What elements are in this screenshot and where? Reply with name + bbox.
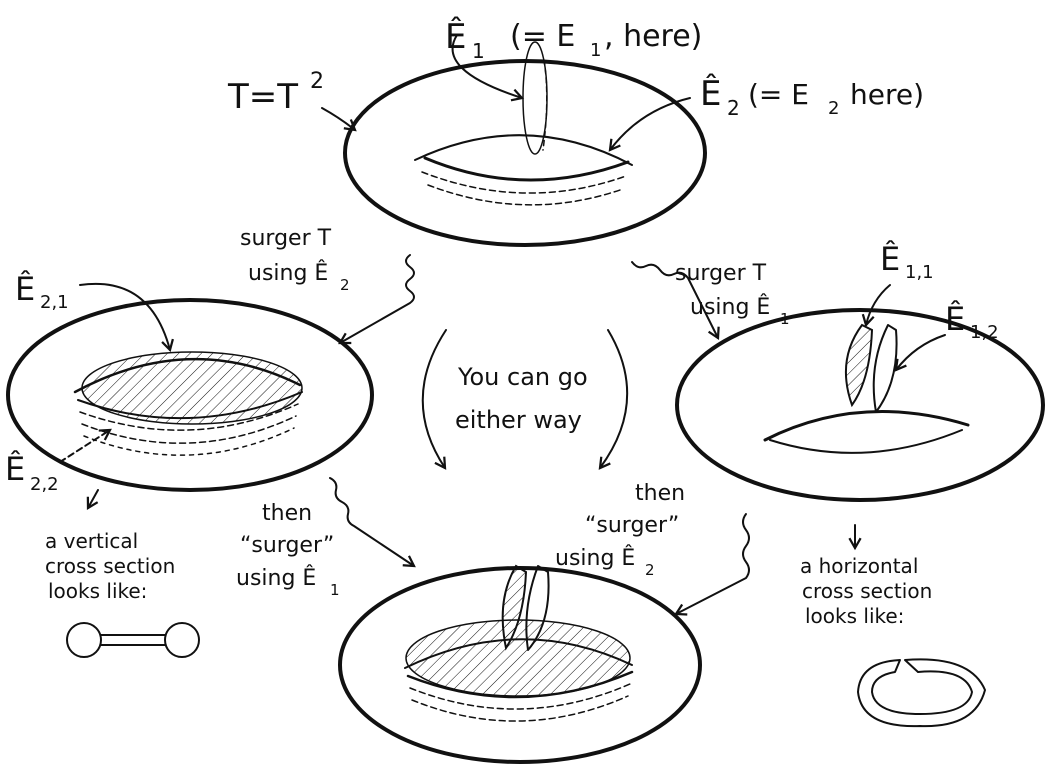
arrows bbox=[60, 35, 945, 614]
svg-text:2: 2 bbox=[727, 96, 740, 120]
e12-disk bbox=[874, 325, 897, 412]
svg-text:a vertical: a vertical bbox=[45, 529, 138, 553]
svg-text:using Ê: using Ê bbox=[555, 545, 635, 571]
svg-text:using Ê: using Ê bbox=[248, 260, 328, 286]
label-e21: Ê 2,1 bbox=[15, 270, 69, 313]
svg-text:surger T: surger T bbox=[240, 226, 332, 251]
svg-text:“surger”: “surger” bbox=[240, 533, 334, 558]
svg-text:2: 2 bbox=[645, 561, 655, 579]
svg-text:Ê: Ê bbox=[700, 73, 721, 114]
label-surger-right: surger T using Ê 1 bbox=[675, 261, 790, 328]
svg-text:Ê: Ê bbox=[5, 450, 25, 488]
svg-text:, here): , here) bbox=[604, 19, 702, 54]
label-then-right: then “surger” using Ê 2 bbox=[555, 481, 685, 579]
svg-text:using Ê: using Ê bbox=[690, 294, 770, 320]
svg-text:1,2: 1,2 bbox=[970, 322, 999, 343]
svg-text:(= E: (= E bbox=[748, 78, 809, 111]
svg-text:a horizontal: a horizontal bbox=[800, 554, 918, 578]
svg-text:2: 2 bbox=[310, 69, 324, 94]
vertical-cross-section-sketch bbox=[67, 623, 199, 657]
svg-text:“surger”: “surger” bbox=[585, 513, 679, 538]
svg-text:using Ê: using Ê bbox=[236, 565, 316, 591]
torus-top bbox=[345, 42, 705, 245]
svg-text:looks like:: looks like: bbox=[805, 604, 904, 628]
svg-text:either way: either way bbox=[455, 406, 582, 434]
svg-text:Ê: Ê bbox=[880, 240, 900, 278]
svg-text:then: then bbox=[635, 481, 685, 506]
e1-meridian-disk bbox=[523, 42, 547, 154]
label-vertical: a vertical cross section looks like: bbox=[45, 529, 175, 603]
svg-text:You can go: You can go bbox=[457, 363, 588, 391]
label-e11: Ê 1,1 bbox=[880, 240, 934, 283]
horizontal-cross-section-sketch bbox=[858, 659, 985, 726]
label-center: You can go either way bbox=[455, 363, 588, 434]
svg-text:2: 2 bbox=[828, 98, 839, 119]
svg-text:T=T: T=T bbox=[227, 77, 298, 117]
label-e12: Ê 1,2 bbox=[945, 300, 999, 343]
svg-text:surger T: surger T bbox=[675, 261, 767, 286]
svg-text:2,2: 2,2 bbox=[30, 474, 59, 495]
svg-text:1,1: 1,1 bbox=[905, 262, 934, 283]
svg-text:here): here) bbox=[850, 78, 924, 111]
svg-text:(= E: (= E bbox=[510, 19, 575, 54]
label-then-left: then “surger” using Ê 1 bbox=[236, 501, 340, 599]
svg-text:1: 1 bbox=[472, 39, 485, 63]
svg-text:Ê: Ê bbox=[445, 16, 466, 57]
svg-text:2: 2 bbox=[340, 276, 350, 294]
torus-bottom bbox=[340, 566, 700, 762]
label-e2-hat: Ê 2 (= E 2 here) bbox=[700, 73, 924, 120]
svg-text:looks like:: looks like: bbox=[48, 579, 147, 603]
svg-text:cross section: cross section bbox=[45, 554, 175, 578]
label-e1-hat: Ê 1 (= E 1 , here) bbox=[445, 16, 702, 63]
e11-disk bbox=[846, 325, 872, 405]
label-t-equals-t2: T=T 2 bbox=[227, 69, 324, 117]
svg-text:then: then bbox=[262, 501, 312, 526]
label-surger-left: surger T using Ê 2 bbox=[240, 226, 350, 294]
e21-horizontal-disk bbox=[82, 352, 302, 424]
svg-text:2,1: 2,1 bbox=[40, 292, 69, 313]
svg-text:1: 1 bbox=[330, 581, 340, 599]
svg-text:1: 1 bbox=[780, 310, 790, 328]
svg-text:1: 1 bbox=[590, 40, 601, 61]
svg-text:Ê: Ê bbox=[15, 270, 35, 308]
svg-text:Ê: Ê bbox=[945, 300, 965, 338]
label-horizontal: a horizontal cross section looks like: bbox=[800, 554, 932, 628]
svg-text:cross section: cross section bbox=[802, 579, 932, 603]
